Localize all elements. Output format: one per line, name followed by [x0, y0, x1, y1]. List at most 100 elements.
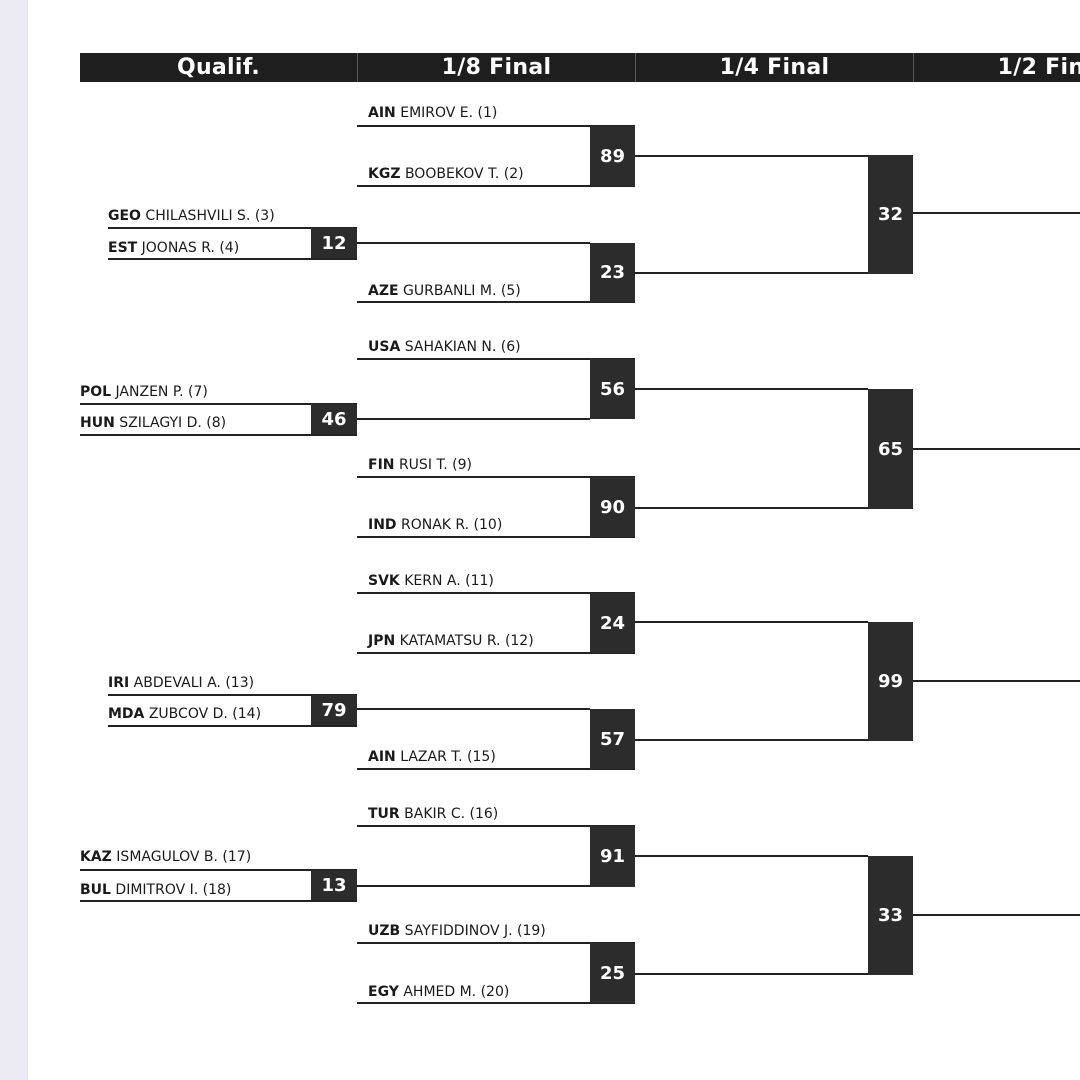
bracket-line	[635, 388, 868, 390]
viewer-margin	[0, 0, 28, 1080]
bracket-line	[913, 680, 1080, 682]
athlete-name: BOOBEKOV T. (2)	[404, 166, 524, 182]
athlete-name: AHMED M. (20)	[403, 984, 510, 1000]
round-header-qualif: Qualif.	[176, 55, 261, 80]
bracket-line	[80, 434, 357, 436]
bracket-line	[108, 258, 357, 260]
bracket-line	[913, 212, 1080, 214]
bout-number: 12	[311, 228, 357, 258]
country-code: USA	[368, 339, 401, 355]
bout-number: 79	[311, 695, 357, 725]
round-header-bar: Qualif. 1/8 Final 1/4 Final 1/2 Final	[80, 53, 1080, 82]
bracket-line	[108, 227, 357, 229]
athlete-name: CHILASHVILI S. (3)	[145, 208, 275, 224]
bracket-line	[357, 185, 635, 187]
header-divider	[913, 53, 914, 82]
athlete-name: SZILAGYI D. (8)	[119, 415, 227, 431]
country-code: MDA	[108, 706, 145, 722]
bracket-line	[635, 155, 868, 157]
athlete-entry: JPN KATAMATSU R. (12)	[368, 632, 534, 650]
athlete-name: GURBANLI M. (5)	[403, 283, 521, 299]
country-code: IRI	[108, 675, 130, 691]
athlete-name: LAZAR T. (15)	[400, 749, 496, 765]
athlete-entry: KGZ BOOBEKOV T. (2)	[368, 165, 524, 183]
bracket-line	[635, 621, 868, 623]
bracket-line	[635, 507, 868, 509]
athlete-name: SAHAKIAN N. (6)	[404, 339, 521, 355]
athlete-entry: KAZ ISMAGULOV B. (17)	[80, 848, 251, 866]
athlete-name: RONAK R. (10)	[401, 517, 503, 533]
athlete-name: JOONAS R. (4)	[141, 240, 240, 256]
athlete-name: ABDEVALI A. (13)	[133, 675, 255, 691]
bout-number: 25	[590, 943, 635, 1003]
athlete-entry: FIN RUSI T. (9)	[368, 456, 472, 474]
athlete-name: KERN A. (11)	[404, 573, 494, 589]
bout-number: 91	[590, 826, 635, 887]
bracket-line	[108, 725, 357, 727]
bracket-line	[357, 885, 590, 887]
country-code: AZE	[368, 283, 399, 299]
bracket-line	[357, 592, 635, 594]
bout-number: 99	[868, 622, 913, 741]
athlete-entry: AIN EMIROV E. (1)	[368, 104, 497, 122]
athlete-name: JANZEN P. (7)	[115, 384, 208, 400]
bracket-line	[357, 652, 635, 654]
bracket-line	[635, 973, 868, 975]
country-code: BUL	[80, 882, 111, 898]
bout-number: 24	[590, 593, 635, 653]
country-code: TUR	[368, 806, 400, 822]
athlete-entry: GEO CHILASHVILI S. (3)	[108, 207, 275, 225]
bracket-line	[635, 739, 868, 741]
bout-number: 13	[311, 870, 357, 900]
round-header-semi-final: 1/2 Final	[997, 55, 1080, 80]
bracket-line	[635, 272, 868, 274]
bracket-line	[357, 1002, 635, 1004]
athlete-name: RUSI T. (9)	[398, 457, 473, 473]
round-header-quarter-final: 1/4 Final	[719, 55, 830, 80]
bracket-line	[80, 403, 357, 405]
bracket-line	[357, 942, 635, 944]
country-code: UZB	[368, 923, 401, 939]
bracket-line	[357, 768, 635, 770]
bracket-line	[357, 536, 635, 538]
athlete-entry: EGY AHMED M. (20)	[368, 983, 509, 1001]
country-code: KGZ	[368, 166, 401, 182]
athlete-name: EMIROV E. (1)	[400, 105, 498, 121]
athlete-entry: AIN LAZAR T. (15)	[368, 748, 496, 766]
country-code: AIN	[368, 749, 396, 765]
country-code: GEO	[108, 208, 141, 224]
country-code: POL	[80, 384, 112, 400]
bracket-line	[357, 242, 590, 244]
athlete-name: KATAMATSU R. (12)	[399, 633, 534, 649]
athlete-entry: SVK KERN A. (11)	[368, 572, 494, 590]
round-header-eighth-final: 1/8 Final	[441, 55, 552, 80]
bracket-line	[108, 694, 357, 696]
country-code: SVK	[368, 573, 400, 589]
bout-number: 32	[868, 155, 913, 274]
athlete-entry: MDA ZUBCOV D. (14)	[108, 705, 261, 723]
athlete-entry: HUN SZILAGYI D. (8)	[80, 414, 226, 432]
athlete-entry: POL JANZEN P. (7)	[80, 383, 208, 401]
bout-number: 57	[590, 709, 635, 769]
bout-number: 23	[590, 243, 635, 302]
athlete-entry: UZB SAYFIDDINOV J. (19)	[368, 922, 546, 940]
bracket-line	[357, 301, 635, 303]
bracket-line	[357, 418, 590, 420]
athlete-entry: BUL DIMITROV I. (18)	[80, 881, 231, 899]
bracket-line	[913, 914, 1080, 916]
bracket-line	[357, 476, 635, 478]
bout-number: 89	[590, 126, 635, 186]
bout-number: 56	[590, 359, 635, 419]
bracket-line	[913, 448, 1080, 450]
country-code: EST	[108, 240, 138, 256]
bracket-line	[80, 900, 357, 902]
header-divider	[357, 53, 358, 82]
bout-number: 90	[590, 477, 635, 537]
bracket-line	[357, 125, 635, 127]
athlete-name: ISMAGULOV B. (17)	[116, 849, 252, 865]
athlete-entry: TUR BAKIR C. (16)	[368, 805, 498, 823]
bracket-line	[80, 869, 357, 871]
country-code: FIN	[368, 457, 395, 473]
country-code: HUN	[80, 415, 115, 431]
country-code: JPN	[368, 633, 396, 649]
